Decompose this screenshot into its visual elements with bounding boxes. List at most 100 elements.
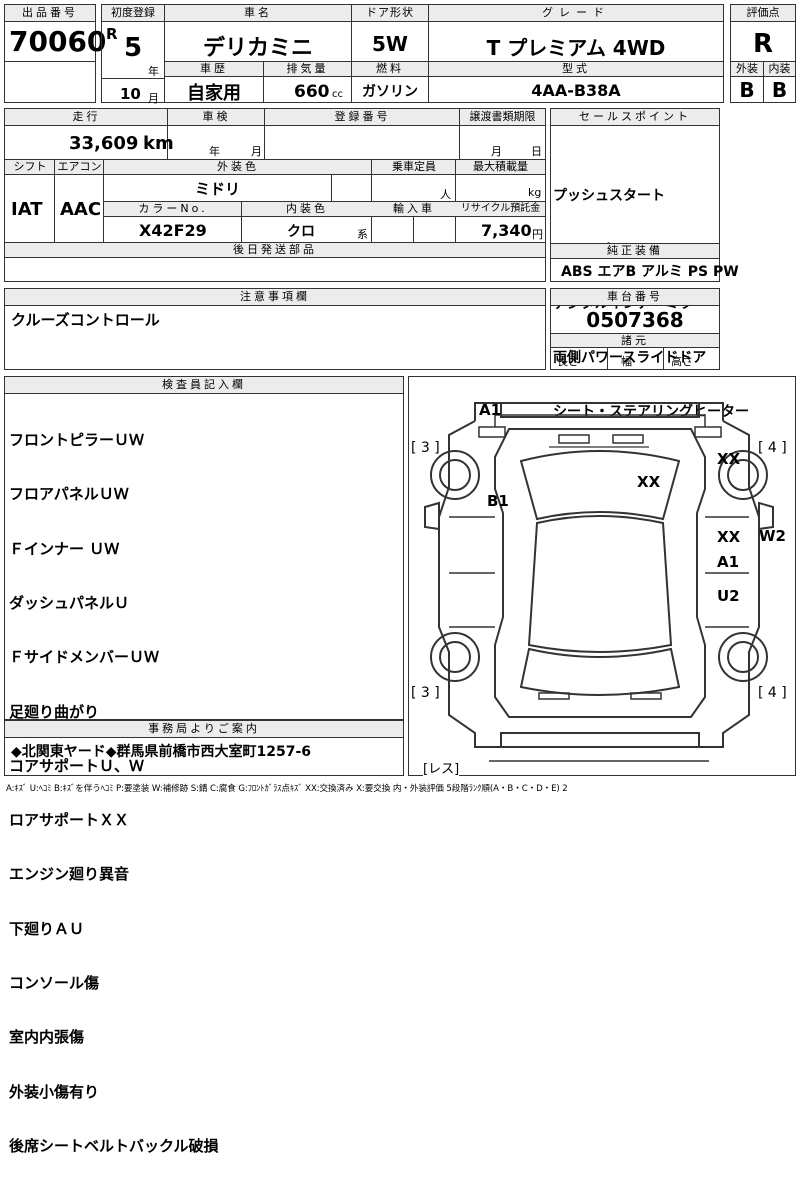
damage-mark: A1 [479, 401, 502, 419]
history-header: 車歴 [165, 62, 263, 77]
door-header: ドア形状 [352, 5, 428, 22]
ext-color-header: 外装色 [104, 160, 372, 175]
history-box: 車歴 自家用 [164, 61, 264, 104]
car-outline-diagram [424, 402, 774, 762]
inspection-month-unit: 月 [251, 145, 262, 158]
damage-mark: XX [637, 473, 661, 491]
spec-length: 長さ [557, 355, 579, 368]
tire-mark: [ 3 ] [411, 685, 440, 701]
mileage-header: 走行 [5, 109, 168, 126]
tire-mark: [ 3 ] [411, 440, 440, 456]
fuel-box: 燃料 ガソリン [351, 61, 429, 103]
month-unit: 月 [148, 92, 159, 105]
model-code-box: 型式 4AA-B38A [428, 61, 724, 103]
notes-header: 注意事項欄 [5, 289, 545, 306]
spec-width: 幅 [621, 355, 632, 368]
notes-box: 注意事項欄 クルーズコントロール [4, 288, 546, 370]
damage-mark: B1 [487, 492, 509, 510]
spec-height: 高さ [671, 355, 693, 368]
inspection-header: 車検 [168, 109, 265, 126]
legend: A:ｷｽﾞ U:ﾍｺﾐ B:ｷｽﾞを伴うﾍｺﾐ P:要塗装 W:補修跡 S:錆 … [6, 784, 568, 794]
inspector-note: コンソール傷 [9, 974, 100, 992]
model-code: 4AA-B38A [531, 81, 621, 100]
later-parts-header: 後日発送部品 [5, 243, 545, 258]
grade-box: グレード T プレミアム 4WD [428, 4, 724, 62]
import-header: 輸入車 [372, 202, 456, 217]
ext-color: ミドリ [194, 180, 240, 198]
inspector-note: ＦサイドメンバーＵＷ [9, 648, 160, 667]
fuel-header: 燃料 [352, 62, 428, 77]
inspector-note: フロントピラーＵＷ [9, 431, 145, 450]
chassis-number: 0507368 [586, 308, 684, 332]
aircon-header: エアコン [55, 160, 104, 175]
door-box: ドア形状 5W [351, 4, 429, 62]
shift: IAT [11, 199, 43, 220]
displacement: 660 [294, 82, 330, 102]
exterior-header: 外装 [731, 62, 763, 77]
inspector-note: Ｆインナー ＵＷ [9, 539, 120, 558]
inspector-note: ロアサポートＸＸ [9, 811, 130, 830]
model-code-header: 型式 [429, 62, 723, 77]
rating-header: 評価点 [731, 5, 795, 22]
sales-point: プッシュスタート [553, 188, 665, 204]
interior-header: 内装 [764, 62, 795, 77]
kei-unit: 系 [357, 228, 368, 241]
door-type: 5W [372, 32, 408, 56]
shift-header: シフト [5, 160, 55, 175]
sales-points-box: セールスポイント プッシュスタート ３６０°カメラ デジタルインナーミラー 両側… [550, 108, 749, 420]
tire-mark: [ 4 ] [758, 685, 787, 701]
recycle-header: リサイクル預託金 [456, 202, 545, 217]
registration-year: 5 [124, 33, 143, 63]
car-name-box: 車名 デリカミニ [164, 4, 352, 62]
damage-mark: W2 [759, 527, 786, 545]
capacity-header: 乗車定員 [372, 160, 456, 175]
lot-number-box: 出品番号 70060 [4, 4, 106, 62]
lot-blank-box [4, 61, 96, 103]
inspector-note: コアサポートＵ、Ｗ [9, 756, 145, 775]
inspector-note: 下廻りＡＵ [9, 919, 85, 938]
equipment-header: 純正装備 [551, 244, 719, 259]
displacement-header: 排気量 [264, 62, 351, 77]
exterior-grade: B [739, 78, 755, 102]
aircon: AAC [60, 199, 102, 220]
office-box: 事務局よりご案内 ◆北関東ヤード◆群馬県前橋市西大室町1257-6 [4, 720, 404, 776]
inspector-note: 室内内張傷 [9, 1028, 85, 1047]
recycle-fee: 7,340 [481, 221, 532, 240]
tire-mark: [ 4 ] [758, 440, 787, 456]
reg-no-header: 登録番号 [265, 109, 460, 126]
inspector-note: ダッシュパネルＵ [9, 594, 130, 613]
damage-mark: A1 [717, 553, 740, 571]
load-unit: kg [528, 186, 542, 199]
cc-unit: cc [332, 89, 343, 100]
inspector-note: エンジン廻り異音 [9, 865, 130, 884]
inspector-note: 後席シートベルトバックル破損 [9, 1136, 219, 1155]
registration-month: 10 [120, 85, 141, 103]
capacity-unit: 人 [440, 188, 451, 201]
interior-grade-box: 内装 B [763, 61, 796, 103]
rating: R [752, 29, 774, 59]
lot-number-header: 出品番号 [5, 5, 95, 22]
int-color-header: 内装色 [242, 202, 372, 217]
grade: T プレミアム 4WD [486, 36, 666, 60]
info-block: 走行 車検 登録番号 譲渡書類期限 33,609 km 年 月 月 日 シフト … [4, 108, 546, 282]
inspection-year-unit: 年 [209, 145, 220, 158]
yen-unit: 円 [532, 228, 543, 241]
chassis-header: 車台番号 [551, 289, 719, 306]
office-header: 事務局よりご案内 [5, 721, 403, 738]
first-registration-box: 初度登録 R 5 年 10 月 [101, 4, 165, 105]
displacement-box: 排気量 660 cc [263, 61, 352, 103]
year-unit: 年 [148, 65, 159, 78]
equipment: ABS エアB アルミ PS PW [561, 264, 739, 280]
inspector-note: 外装小傷有り [9, 1082, 100, 1101]
first-registration-header: 初度登録 [102, 5, 164, 22]
note-line: クルーズコントロール [11, 311, 160, 329]
damage-mark: U2 [717, 587, 740, 605]
inspector-box: 検査員記入欄 フロントピラーＵＷ フロアパネルＵＷ Ｆインナー ＵＷ ダッシュパ… [4, 376, 404, 1155]
interior-grade: B [771, 78, 788, 102]
color-no: X42F29 [139, 221, 207, 240]
car-name: デリカミニ [202, 36, 313, 61]
fuel: ガソリン [362, 84, 418, 100]
km-unit: km [143, 133, 174, 154]
car-name-header: 車名 [165, 5, 351, 22]
history: 自家用 [187, 83, 241, 104]
